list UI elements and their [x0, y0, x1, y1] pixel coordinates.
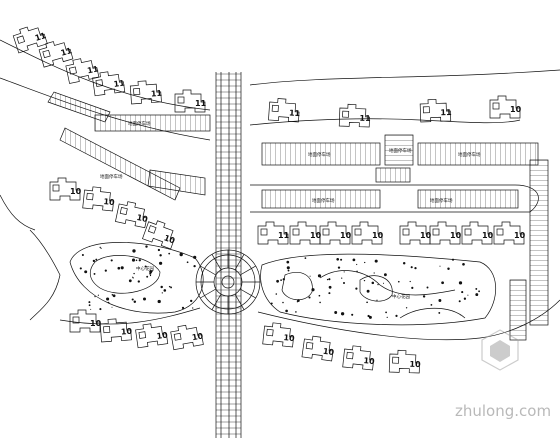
parking-lot-central-left — [261, 142, 381, 166]
parking-lot-center — [384, 134, 414, 166]
watermark-text: zhulong.com — [455, 402, 551, 420]
parking-label-northwest: 地面停车场 — [128, 120, 151, 127]
building-floor-count: 10 — [310, 231, 322, 240]
parking-lot-northwest — [94, 114, 211, 132]
building-floor-count: 10 — [121, 327, 133, 337]
building-floor-count: 10 — [510, 105, 522, 114]
residential-building: 10 — [351, 221, 384, 245]
garden-label-east: 中心花园 — [392, 293, 410, 300]
east-garden-stream — [319, 270, 456, 296]
building-floor-count: 10 — [482, 231, 494, 240]
building-floor-count: 10 — [90, 319, 102, 328]
building-floor-count: 11 — [289, 108, 301, 118]
parking-lot-lower-left — [261, 189, 381, 209]
residential-building: 10 — [82, 186, 115, 212]
west-garden-boundary — [69, 242, 204, 314]
building-floor-count: 10 — [136, 213, 149, 224]
building-floor-count: 11 — [195, 99, 207, 108]
residential-building: 11 — [338, 103, 371, 128]
building-floor-count: 10 — [156, 331, 169, 342]
east-garden-pond — [359, 275, 393, 302]
residential-building: 11 — [38, 41, 74, 68]
central-plaza — [195, 249, 261, 315]
building-floor-count: 11 — [151, 89, 163, 99]
building-floor-count: 11 — [113, 79, 126, 90]
residential-building: 10 — [115, 201, 149, 229]
building-floor-count: 10 — [372, 231, 384, 240]
east-garden-boundary — [260, 253, 497, 326]
west-garden-pond — [89, 255, 161, 294]
residential-building: 10 — [135, 323, 169, 349]
residential-building: 11 — [129, 80, 163, 105]
residential-building: 10 — [493, 221, 526, 245]
parking-label-lower-right: 地面停车场 — [430, 197, 453, 204]
building-floor-count: 10 — [103, 197, 115, 207]
parking-entry-block — [375, 167, 411, 183]
building-floor-count: 10 — [409, 360, 421, 369]
building-floor-count: 11 — [60, 46, 74, 58]
garden-label-west: 中心花园 — [136, 265, 154, 272]
residential-building: 11 — [257, 221, 290, 245]
residential-building: 10 — [342, 345, 375, 371]
parking-lot-diagonal-small — [147, 169, 206, 196]
residential-building: 10 — [49, 177, 82, 201]
residential-building: 11 — [12, 26, 48, 54]
residential-building: 10 — [319, 221, 352, 245]
residential-building: 10 — [429, 221, 462, 245]
parking-label-central-right: 地面停车场 — [458, 151, 481, 158]
parking-strip-east-long — [529, 159, 549, 326]
building-floor-count: 11 — [359, 114, 371, 123]
building-floor-count: 10 — [70, 187, 82, 196]
residential-building: 10 — [388, 349, 421, 374]
residential-building: 10 — [262, 322, 295, 348]
road-edge-north-outer — [0, 39, 211, 111]
residential-building: 11 — [419, 99, 452, 123]
residential-building: 10 — [399, 221, 432, 245]
building-floor-count: 10 — [322, 347, 335, 358]
building-floor-count: 10 — [340, 231, 352, 240]
parking-lot-lower-right — [417, 189, 519, 209]
road-edge-northeast — [249, 69, 560, 86]
parking-label-central-left: 地面停车场 — [308, 151, 331, 158]
building-floor-count: 11 — [440, 108, 452, 117]
residential-building: 10 — [289, 221, 322, 245]
building-floor-count: 11 — [86, 64, 99, 75]
building-floor-count: 10 — [450, 231, 462, 240]
boulevard-paving-ticks — [216, 73, 241, 435]
residential-building: 11 — [92, 71, 126, 97]
parking-lot-central-right — [417, 142, 539, 166]
residential-building: 10 — [301, 335, 335, 362]
east-garden-pavilion — [281, 271, 313, 301]
residential-building: 11 — [65, 58, 100, 84]
east-garden-path — [399, 308, 466, 319]
building-floor-count: 10 — [514, 231, 526, 240]
parking-label-lower-left: 地面停车场 — [312, 197, 335, 204]
residential-building: 10 — [170, 324, 204, 351]
building-floor-count: 11 — [34, 31, 48, 43]
parking-label-diagonal: 地面停车场 — [100, 173, 123, 180]
residential-building: 10 — [142, 220, 177, 250]
building-floor-count: 10 — [283, 333, 295, 343]
residential-building: 11 — [268, 98, 301, 123]
west-garden-path — [29, 229, 61, 321]
residential-building: 10 — [489, 95, 522, 119]
parking-lot-east-edge — [509, 279, 527, 341]
residential-building: 11 — [174, 89, 207, 113]
road-edge-east-upper — [249, 118, 521, 126]
building-floor-count: 10 — [191, 331, 204, 342]
parking-label-center: 地面停车场 — [389, 147, 412, 154]
residential-building: 10 — [69, 309, 102, 333]
building-floor-count: 10 — [363, 356, 375, 366]
residential-building: 10 — [99, 318, 133, 343]
building-floor-count: 10 — [420, 231, 432, 240]
parking-lot-strip-northwest — [47, 91, 111, 123]
residential-building: 10 — [461, 221, 494, 245]
building-floor-count: 11 — [278, 231, 290, 240]
zhulong-logo-icon — [481, 329, 519, 371]
building-floor-count: 10 — [163, 233, 177, 245]
west-edge-path — [0, 194, 36, 231]
garden-plants — [79, 245, 480, 319]
